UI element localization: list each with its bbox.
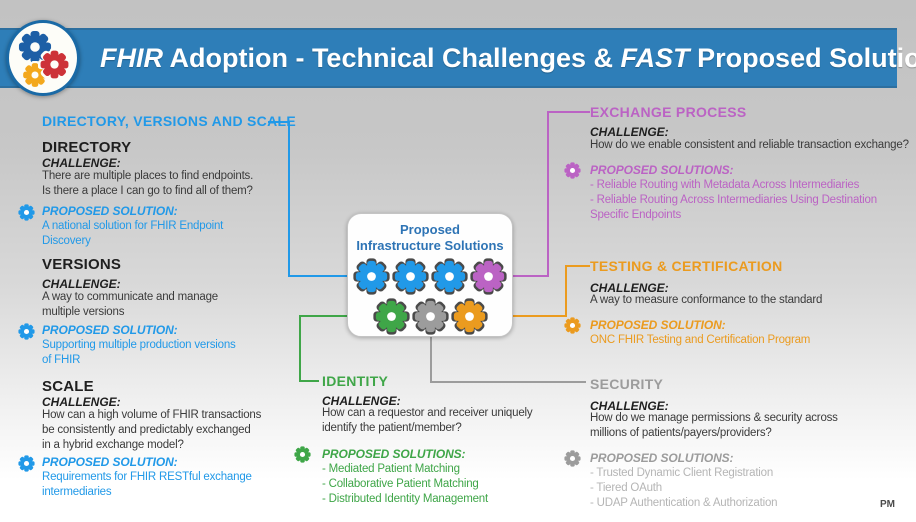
- solution-label: PROPOSED SOLUTION:: [42, 204, 178, 218]
- challenge-text: How can a requestor and receiver uniquel…: [322, 407, 533, 434]
- gear-icon: [450, 298, 488, 335]
- gear-icon: [431, 258, 468, 295]
- solution-label: PROPOSED SOLUTIONS:: [322, 447, 466, 461]
- logo-gear-red-icon: [38, 48, 71, 81]
- solution-gear-icon: [564, 162, 581, 179]
- solution-label: PROPOSED SOLUTION:: [42, 455, 178, 469]
- solution-gear-icon: [564, 450, 581, 467]
- challenge-text: How can a high volume of FHIR transactio…: [42, 409, 262, 451]
- logo-gear-yellow-icon: [21, 61, 49, 89]
- header-banner: FHIR Adoption - Technical Challenges & F…: [0, 28, 916, 88]
- title-fast: FAST: [620, 43, 690, 73]
- logo-gear-blue-icon: [18, 30, 52, 64]
- solution-gear-icon: [564, 317, 581, 334]
- solution-label: PROPOSED SOLUTION:: [590, 318, 726, 332]
- section-heading-identity: IDENTITY: [322, 373, 389, 389]
- challenge-label: CHALLENGE:: [590, 399, 669, 413]
- section-heading-security: SECURITY: [590, 376, 664, 392]
- gear-icon: [372, 298, 410, 335]
- section-name-directory: DIRECTORY: [42, 139, 132, 156]
- solution-label: PROPOSED SOLUTIONS:: [590, 163, 734, 177]
- solution-text: ONC FHIR Testing and Certification Progr…: [590, 334, 811, 346]
- gear-icon: [470, 258, 507, 295]
- challenge-label: CHALLENGE:: [42, 156, 121, 170]
- solution-gear-icon: [18, 455, 35, 472]
- solution-gear-icon: [294, 446, 311, 463]
- solution-label: PROPOSED SOLUTIONS:: [590, 451, 734, 465]
- logo-badge: [6, 20, 80, 96]
- group-heading-directory-versions-scale: DIRECTORY, VERSIONS AND SCALE: [42, 113, 296, 129]
- gear-row-top: [348, 258, 512, 295]
- section-heading-testing-certification: TESTING & CERTIFICATION: [590, 258, 783, 274]
- challenge-text: There are multiple places to find endpoi…: [42, 170, 254, 197]
- solution-text: Supporting multiple production versions …: [42, 339, 236, 366]
- solution-text: Requirements for FHIR RESTful exchange i…: [42, 471, 252, 498]
- challenge-label: CHALLENGE:: [42, 395, 121, 409]
- title-tail: Proposed Solutions: [697, 43, 916, 73]
- gear-row-bottom: [348, 298, 512, 335]
- solution-text: - Reliable Routing with Metadata Across …: [590, 179, 877, 221]
- solution-text: A national solution for FHIR Endpoint Di…: [42, 220, 224, 247]
- challenge-label: CHALLENGE:: [322, 394, 401, 408]
- gear-icon: [411, 298, 449, 335]
- challenge-text: A way to communicate and manage multiple…: [42, 291, 218, 318]
- section-name-versions: VERSIONS: [42, 256, 122, 273]
- solution-label: PROPOSED SOLUTION:: [42, 323, 178, 337]
- solution-text: - Trusted Dynamic Client Registration - …: [590, 467, 778, 509]
- gear-icon: [392, 258, 429, 295]
- infrastructure-box: Proposed Infrastructure Solutions: [347, 213, 513, 337]
- footer-initials: PM: [880, 499, 895, 510]
- title-middle: Adoption - Technical Challenges &: [163, 43, 621, 73]
- title-fhir: FHIR: [100, 43, 163, 73]
- gear-icon: [353, 258, 390, 295]
- solution-gear-icon: [18, 204, 35, 221]
- challenge-label: CHALLENGE:: [590, 281, 669, 295]
- solution-text: - Mediated Patient Matching - Collaborat…: [322, 463, 488, 505]
- challenge-text: How do we manage permissions & security …: [590, 412, 838, 439]
- challenge-text: How do we enable consistent and reliable…: [590, 139, 909, 151]
- infrastructure-box-title: Proposed Infrastructure Solutions: [356, 222, 504, 253]
- slide-title: FHIR Adoption - Technical Challenges & F…: [100, 30, 916, 86]
- solution-gear-icon: [18, 323, 35, 340]
- section-heading-exchange-process: EXCHANGE PROCESS: [590, 104, 747, 120]
- challenge-label: CHALLENGE:: [42, 277, 121, 291]
- challenge-label: CHALLENGE:: [590, 125, 669, 139]
- challenge-text: A way to measure conformance to the stan…: [590, 294, 823, 306]
- section-name-scale: SCALE: [42, 378, 94, 395]
